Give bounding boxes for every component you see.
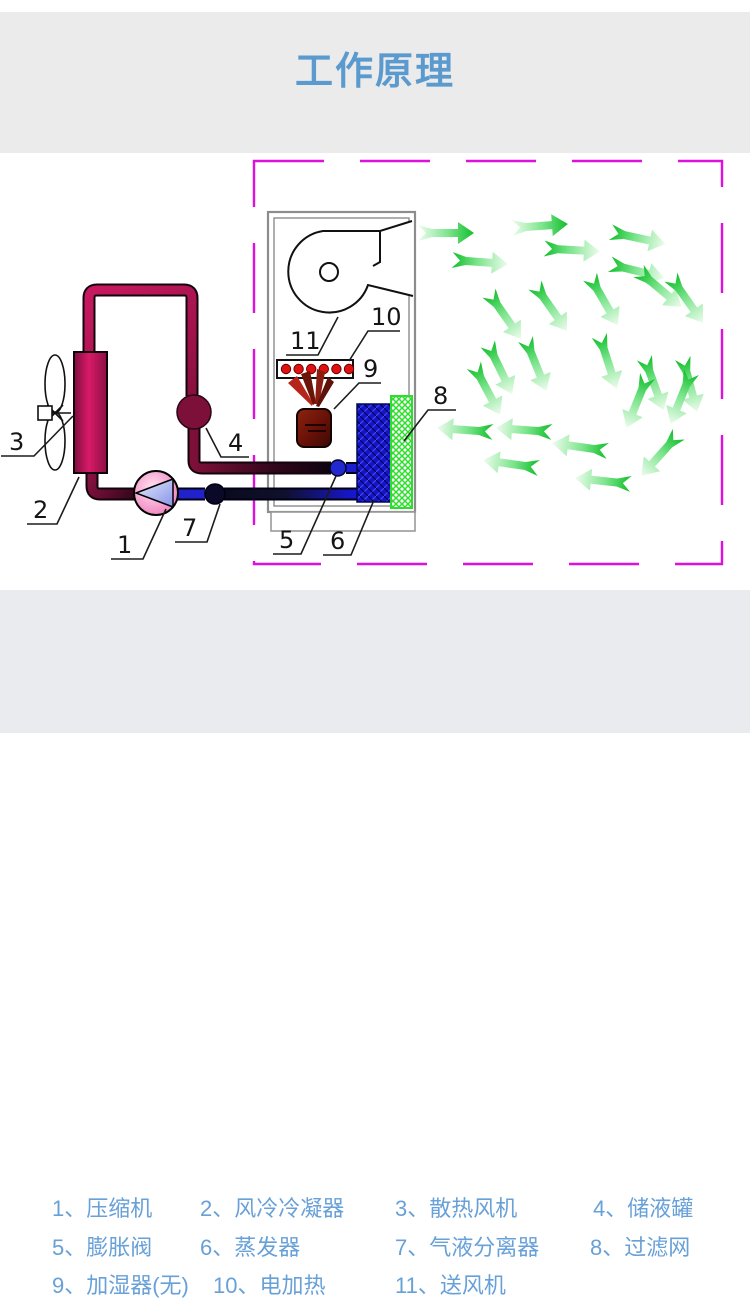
- label-expansion-valve: 5: [279, 526, 295, 554]
- label-compressor: 1: [117, 531, 133, 559]
- humidifier-symbol: [288, 369, 334, 448]
- airflow-arrows: [418, 213, 713, 495]
- page-title: 工作原理: [294, 51, 455, 93]
- label-blower: 11: [290, 327, 321, 355]
- label-filter: 8: [433, 382, 449, 410]
- legend-item-evaporator: 6、蒸发器: [200, 1235, 301, 1260]
- electric-heater-symbol: [276, 359, 355, 379]
- separator-symbol: [204, 483, 226, 505]
- legend-item-separator: 7、气液分离器: [395, 1235, 540, 1260]
- legend-item-fan: 3、散热风机: [395, 1196, 518, 1221]
- label-heater: 10: [371, 303, 402, 331]
- legend-item-blower: 11、送风机: [395, 1273, 506, 1298]
- legend-item-receiver: 4、储液罐: [593, 1196, 694, 1221]
- label-condenser: 2: [33, 496, 49, 524]
- compressor-symbol: [133, 470, 179, 516]
- diagram-canvas: [1, 159, 724, 566]
- legend-item-expansion-valve: 5、膨胀阀: [52, 1235, 153, 1260]
- header-band: 工作原理: [0, 12, 750, 153]
- legend-item-humidifier: 9、加湿器(无): [52, 1273, 189, 1298]
- legend-panel: 1、压缩机 2、风冷冷凝器 3、散热风机 4、储液罐 5、膨胀阀 6、蒸发器 7…: [0, 590, 750, 1298]
- evaporator-symbol: [356, 403, 393, 503]
- liquid-receiver-symbol: [176, 394, 212, 430]
- room-dashed-border: [252, 159, 724, 566]
- label-leader-lines: [1, 316, 456, 560]
- drain-tray: [270, 511, 416, 532]
- expansion-valve-symbol: [329, 459, 347, 477]
- condenser-symbol: [73, 351, 108, 474]
- legend-item-filter: 8、过滤网: [590, 1235, 691, 1260]
- label-separator: 7: [182, 514, 198, 542]
- label-fan: 3: [9, 428, 25, 456]
- condenser-fan-symbol: [37, 354, 71, 471]
- blower-fan-symbol: [287, 220, 414, 314]
- legend-item-compressor: 1、压缩机: [52, 1196, 153, 1221]
- legend-item-heater: 10、电加热: [213, 1273, 326, 1298]
- label-receiver: 4: [228, 429, 244, 457]
- filter-mesh-symbol: [390, 395, 413, 509]
- refrigerant-pipes: [82, 283, 357, 501]
- legend-item-condenser: 2、风冷冷凝器: [200, 1196, 345, 1221]
- label-evaporator: 6: [330, 527, 346, 555]
- label-humidifier: 9: [363, 355, 379, 383]
- working-principle-diagram: 1 2 3 4 5 6 7 8 9 10 11: [1, 159, 724, 566]
